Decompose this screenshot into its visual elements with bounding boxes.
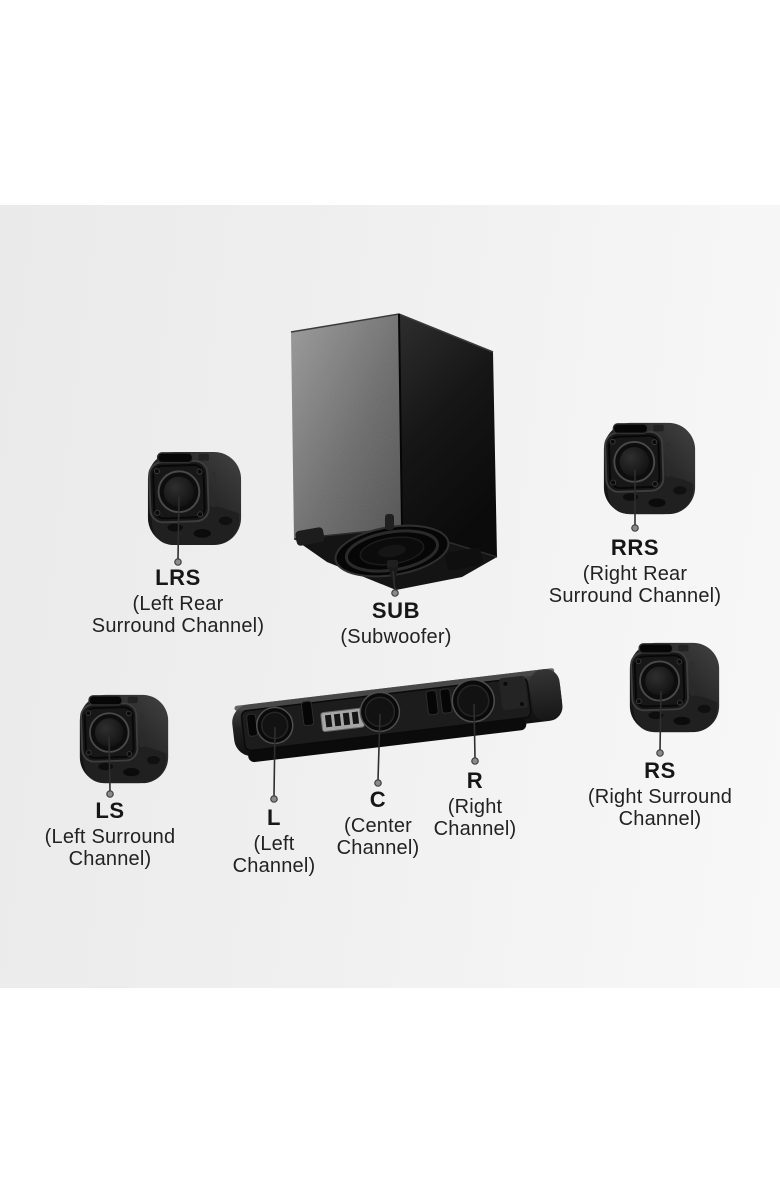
label-sub: SUB (Subwoofer) [281, 598, 511, 648]
channel-code-sub: SUB [371, 598, 421, 623]
leader-line-c [374, 713, 382, 787]
channel-desc-ls-line2: Channel) [68, 848, 152, 870]
label-lrs: LRS (Left Rear Surround Channel) [63, 565, 293, 637]
label-rrs: RRS (Right Rear Surround Channel) [520, 535, 750, 607]
soundbar-image [232, 668, 563, 763]
channel-desc-rrs-line2: Surround Channel) [548, 585, 722, 607]
leader-line-rs [656, 690, 664, 757]
channel-code-r: R [466, 768, 484, 793]
channel-code-lrs: LRS [155, 565, 201, 590]
regulatory-label-plate [320, 707, 365, 733]
leader-line-r [471, 703, 479, 765]
label-l: L (Left Channel) [159, 805, 389, 877]
woofer-driver [334, 524, 450, 578]
channel-desc-sub-line1: (Subwoofer) [340, 626, 452, 648]
center-driver [359, 691, 401, 733]
channel-code-ls: LS [95, 798, 125, 823]
channel-desc-rs-line1: (Right Surround [587, 786, 733, 808]
satellite-speaker-rs-image [628, 641, 721, 734]
satellite-speaker-rrs-image [602, 421, 697, 516]
channel-desc-c-line2: Channel) [336, 837, 420, 859]
leader-line-ls [106, 736, 114, 798]
label-c: C (Center Channel) [263, 787, 493, 859]
channel-desc-rs-line2: Channel) [618, 808, 702, 830]
label-r: R (Right Channel) [360, 768, 590, 840]
channel-code-rrs: RRS [610, 535, 660, 560]
channel-code-rs: RS [644, 758, 676, 783]
channel-code-c: C [369, 787, 387, 812]
channel-desc-l-line1: (Left [253, 833, 295, 855]
label-rs: RS (Right Surround Channel) [545, 758, 775, 830]
leader-line-sub [391, 570, 399, 597]
channel-desc-lrs-line1: (Left Rear [132, 593, 224, 615]
leader-line-l [270, 726, 278, 803]
channel-desc-c-line1: (Center [343, 815, 413, 837]
label-ls: LS (Left Surround Channel) [0, 798, 225, 870]
channel-desc-r-line1: (Right [447, 796, 503, 818]
channel-code-l: L [266, 805, 282, 830]
channel-desc-ls-line1: (Left Surround [44, 826, 176, 848]
satellite-speaker-lrs-image [146, 450, 243, 547]
channel-desc-lrs-line2: Surround Channel) [91, 615, 265, 637]
satellite-speaker-ls-image [78, 693, 170, 785]
subwoofer-image [290, 313, 498, 590]
channel-desc-l-line2: Channel) [232, 855, 316, 877]
channel-desc-rrs-line1: (Right Rear [582, 563, 688, 585]
left-driver [256, 706, 294, 745]
right-driver [451, 679, 495, 723]
channel-desc-r-line2: Channel) [433, 818, 517, 840]
leader-line-lrs [174, 496, 182, 566]
leader-line-rrs [631, 470, 639, 532]
